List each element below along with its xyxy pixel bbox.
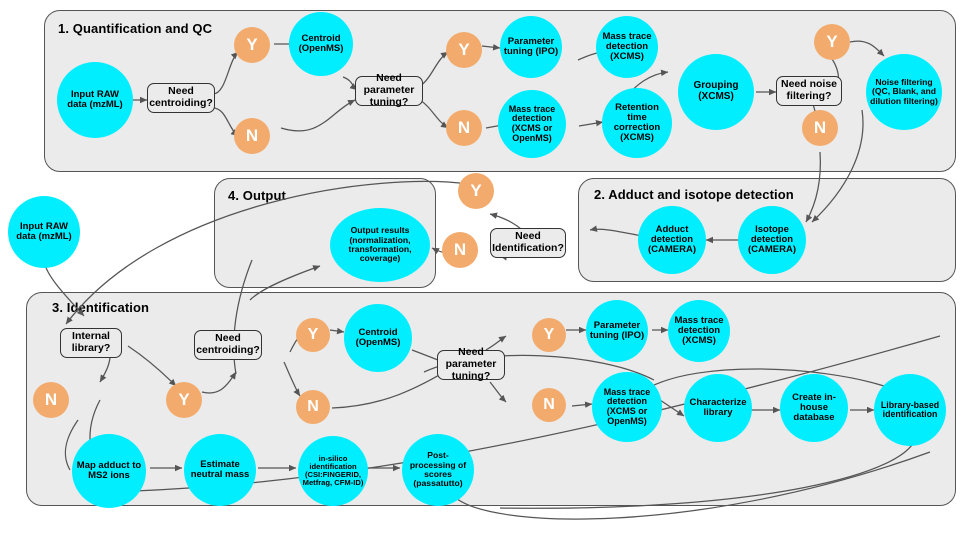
node-adduct-detection-camera-2[interactable]: Adduct detection (CAMERA) xyxy=(638,206,706,274)
branch-yes-param-tuning-1[interactable]: Y xyxy=(446,32,482,68)
node-grouping-xcms-1[interactable]: Grouping (XCMS) xyxy=(678,54,754,130)
node-label: Library-based identification xyxy=(880,399,940,419)
box-label: Need centroiding? xyxy=(149,85,213,109)
decision-need-centroiding-1[interactable]: Need centroiding? xyxy=(147,83,215,113)
decision-need-parameter-tuning-3[interactable]: Need parameter tuning? xyxy=(437,346,505,382)
decision-need-centroiding-3[interactable]: Need centroiding? xyxy=(194,330,262,360)
node-label: Estimate neutral mass xyxy=(190,458,250,480)
node-centroid-openms-1[interactable]: Centroid (OpenMS) xyxy=(289,12,353,76)
decision-need-parameter-tuning-1[interactable]: Need parameter tuning? xyxy=(355,72,423,108)
node-mass-trace-detection-1[interactable]: Mass trace detection (XCMS) xyxy=(596,16,658,78)
branch-label: N xyxy=(307,398,319,415)
branch-yes-centroiding-3[interactable]: Y xyxy=(296,318,330,352)
node-mass-trace-detection-xcms-openms-3[interactable]: Mass trace detection (XCMS or OpenMS) xyxy=(592,372,662,442)
node-post-processing-of-scores-3[interactable]: Post-processing of scores (passatutto) xyxy=(402,434,474,506)
node-library-based-identification-3[interactable]: Library-based identification xyxy=(874,374,946,446)
node-label: Centroid (OpenMS) xyxy=(298,32,344,54)
branch-label: Y xyxy=(470,181,482,200)
node-output-results-4[interactable]: Output results (normalization, transform… xyxy=(330,208,430,282)
node-mass-trace-detection-3[interactable]: Mass trace detection (XCMS) xyxy=(668,300,730,362)
branch-label: Y xyxy=(458,40,470,59)
branch-label: N xyxy=(44,390,58,409)
node-label: Noise filtering (QC, Blank, and dilution… xyxy=(870,77,938,106)
node-create-in-house-database-3[interactable]: Create in-house database xyxy=(780,374,848,442)
node-centroid-openms-3[interactable]: Centroid (OpenMS) xyxy=(344,304,412,372)
box-label: Need Identification? xyxy=(492,230,564,254)
node-input-raw-data-3[interactable]: Input RAW data (mzML) xyxy=(8,196,80,268)
node-label: Centroid (OpenMS) xyxy=(355,326,401,348)
node-label: Mass trace detection (XCMS or OpenMS) xyxy=(603,386,651,426)
branch-label: N xyxy=(245,126,259,145)
branch-no-internal-library-3[interactable]: N xyxy=(33,382,69,418)
branch-yes-noise-filtering-1[interactable]: Y xyxy=(814,24,850,60)
node-label: Mass trace detection (XCMS) xyxy=(674,314,724,347)
node-label: Map adduct to MS2 ions xyxy=(76,459,142,481)
panel-title-1: 1. Quantification and QC xyxy=(58,21,213,36)
branch-no-noise-filtering-1[interactable]: N xyxy=(802,110,838,146)
node-noise-filtering-1[interactable]: Noise filtering (QC, Blank, and dilution… xyxy=(866,54,942,130)
branch-label: Y xyxy=(543,326,555,343)
branch-no-centroiding-3[interactable]: N xyxy=(296,390,330,424)
node-label: Retention time correction (XCMS) xyxy=(613,101,661,144)
node-label: Grouping (XCMS) xyxy=(693,80,739,102)
node-label: Mass trace detection (XCMS) xyxy=(602,30,652,63)
box-label: Need noise filtering? xyxy=(780,78,838,102)
node-label: Parameter tuning (IPO) xyxy=(503,35,559,57)
node-isotope-detection-camera-2[interactable]: Isotope detection (CAMERA) xyxy=(738,206,806,274)
decision-internal-library-3[interactable]: Internal library? xyxy=(60,328,122,358)
node-label: Parameter tuning (IPO) xyxy=(589,319,645,341)
branch-label: N xyxy=(453,240,467,259)
node-label: Input RAW data (mzML) xyxy=(16,220,72,242)
node-characterize-library-3[interactable]: Characterize library xyxy=(684,374,752,442)
branch-yes-param-tuning-3[interactable]: Y xyxy=(532,318,566,352)
node-parameter-tuning-ipo-1[interactable]: Parameter tuning (IPO) xyxy=(500,16,562,78)
node-label: Create in-house database xyxy=(792,391,836,424)
node-label: Adduct detection (CAMERA) xyxy=(647,223,697,256)
node-in-silico-identification-3[interactable]: in-silico identification (CSI:FINGERID, … xyxy=(298,436,368,506)
node-label: Isotope detection (CAMERA) xyxy=(747,223,797,256)
branch-label: N xyxy=(457,118,471,137)
box-label: Need parameter tuning? xyxy=(445,346,497,382)
box-label: Need centroiding? xyxy=(196,332,260,356)
branch-yes-centroiding-1[interactable]: Y xyxy=(234,27,270,63)
node-mass-trace-detection-xcms-openms-1[interactable]: Mass trace detection (XCMS or OpenMS) xyxy=(498,90,566,158)
node-label: Post-processing of scores (passatutto) xyxy=(409,450,467,489)
box-label: Internal library? xyxy=(71,330,111,354)
branch-label: Y xyxy=(307,326,319,343)
node-label: Output results (normalization, transform… xyxy=(348,225,412,264)
branch-label: Y xyxy=(246,35,258,54)
branch-yes-identification-4[interactable]: Y xyxy=(458,173,494,209)
node-map-adduct-to-ms2-ions-3[interactable]: Map adduct to MS2 ions xyxy=(72,434,146,508)
branch-label: Y xyxy=(178,390,190,409)
box-label: Need parameter tuning? xyxy=(363,72,415,108)
decision-need-identification-4[interactable]: Need Identification? xyxy=(490,228,566,258)
node-retention-time-correction-1[interactable]: Retention time correction (XCMS) xyxy=(602,88,672,158)
node-label: in-silico identification (CSI:FINGERID, … xyxy=(302,453,364,488)
branch-no-param-tuning-1[interactable]: N xyxy=(446,110,482,146)
node-label: Mass trace detection (XCMS or OpenMS) xyxy=(508,103,556,143)
branch-no-centroiding-1[interactable]: N xyxy=(234,118,270,154)
branch-no-identification-4[interactable]: N xyxy=(442,232,478,268)
node-parameter-tuning-ipo-3[interactable]: Parameter tuning (IPO) xyxy=(586,300,648,362)
branch-label: N xyxy=(813,118,827,137)
branch-no-param-tuning-3[interactable]: N xyxy=(532,388,566,422)
node-estimate-neutral-mass-3[interactable]: Estimate neutral mass xyxy=(184,434,256,506)
branch-label: Y xyxy=(826,32,838,51)
branch-label: N xyxy=(543,396,555,413)
branch-yes-internal-library-3[interactable]: Y xyxy=(166,382,202,418)
decision-need-noise-filtering-1[interactable]: Need noise filtering? xyxy=(776,76,842,106)
panel-title-2: 2. Adduct and isotope detection xyxy=(594,187,794,202)
panel-title-4: 4. Output xyxy=(228,188,286,203)
node-label: Characterize library xyxy=(689,396,747,418)
node-input-raw-data-1[interactable]: Input RAW data (mzML) xyxy=(57,62,133,138)
node-label: Input RAW data (mzML) xyxy=(67,88,123,110)
